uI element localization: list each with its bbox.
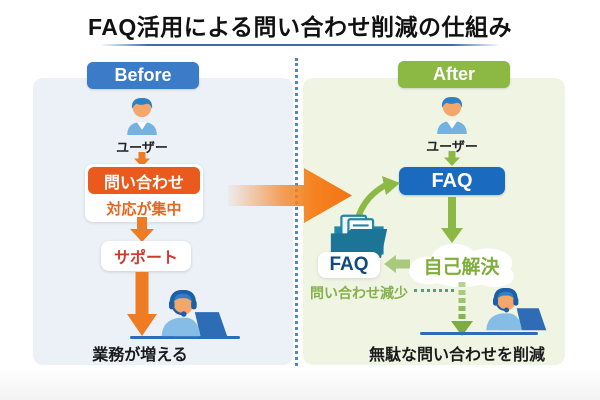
before-user-label: ユーザー: [116, 140, 168, 155]
page-title: FAQ活用による問い合わせ削減の仕組み: [87, 14, 513, 40]
support-agent-icon: [161, 290, 228, 337]
support-box: サポート: [101, 241, 191, 271]
faq-label: FAQ: [431, 169, 473, 192]
cloud-shape: [408, 243, 515, 288]
before-result-caption: 業務が増える: [92, 347, 188, 364]
faq-folder-label: FAQ: [329, 254, 369, 275]
down-arrow-icon: [134, 152, 150, 167]
transition-arrow-icon: [228, 168, 352, 223]
after-badge-label: After: [432, 64, 475, 84]
dotted-connector-line: [414, 289, 454, 292]
self-resolve-label: 自己解決: [423, 257, 500, 278]
footer-shade: [0, 368, 600, 400]
down-arrow-icon: [441, 197, 463, 243]
before-desk-line: [130, 336, 240, 339]
overload-caption: 対応が集中: [106, 201, 182, 218]
dashed-down-arrow-icon: [451, 282, 473, 336]
after-desk-line: [420, 332, 538, 335]
down-arrow-icon: [444, 151, 460, 166]
support-label: サポート: [113, 250, 178, 267]
after-result-caption: 無駄な問い合わせを削減: [368, 347, 545, 364]
user-icon: [437, 97, 467, 134]
panel-divider: [295, 58, 298, 378]
faq-folder-icon: [330, 214, 388, 258]
after-user-label: ユーザー: [426, 139, 478, 154]
down-arrow-icon: [127, 272, 157, 336]
title-underline: [100, 44, 500, 46]
before-badge-label: Before: [114, 65, 172, 85]
left-arrow-icon: [384, 255, 410, 273]
user-icon: [127, 98, 157, 135]
before-badge: Before: [87, 62, 199, 89]
down-arrow-icon: [130, 217, 154, 242]
inquiry-label: 問い合わせ: [103, 174, 184, 192]
faq-folder-label-box: FAQ: [318, 252, 380, 278]
support-agent-icon: [486, 288, 547, 331]
decrease-caption: 問い合わせ減少: [310, 285, 408, 301]
faq-box: FAQ: [399, 167, 505, 195]
inquiry-box: 問い合わせ: [88, 167, 200, 194]
after-badge: After: [398, 61, 510, 88]
